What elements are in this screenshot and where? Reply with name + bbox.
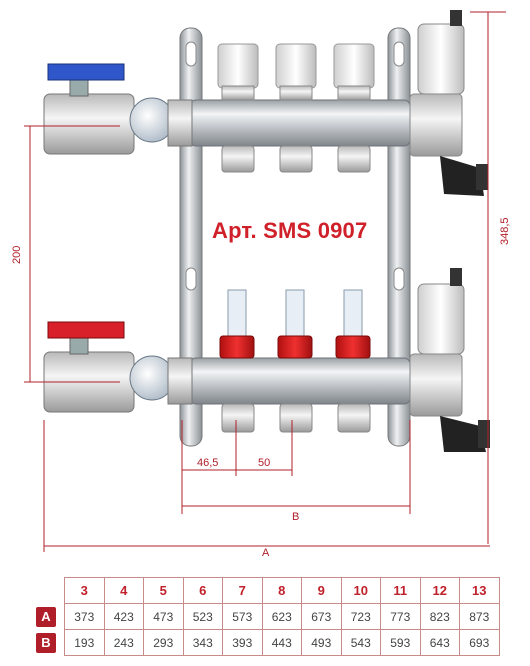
supply-air-vent (409, 10, 488, 196)
header-cell: 12 (419, 577, 460, 604)
table-cell: 573 (222, 603, 263, 630)
dim-label-a: A (262, 547, 270, 559)
supply-ball-valve (43, 63, 193, 155)
table-cell: 423 (103, 603, 144, 630)
size-table: 3 4 5 6 7 8 9 10 11 12 13 373 423 473 52… (64, 577, 500, 656)
table-cell: 623 (261, 603, 302, 630)
table-row: 193 243 293 343 393 443 493 543 593 643 … (64, 629, 500, 656)
drain-valve-icon (440, 416, 486, 452)
table-cell: 773 (380, 603, 421, 630)
table-cell: 373 (64, 603, 105, 630)
dim-label-b: B (292, 511, 299, 523)
flow-meters (219, 289, 371, 359)
table-cell: 673 (301, 603, 342, 630)
return-manifold (189, 289, 411, 433)
product-title: Арт. SMS 0907 (212, 218, 368, 243)
drain-valve-icon (440, 156, 484, 196)
table-header-row: 3 4 5 6 7 8 9 10 11 12 13 (64, 577, 500, 604)
table-cell: 593 (380, 629, 421, 656)
table-row: 373 423 473 523 573 623 673 723 773 823 … (64, 603, 500, 630)
dimension-lines (24, 11, 506, 552)
return-air-vent (409, 268, 490, 452)
header-cell: 8 (261, 577, 302, 604)
dim-offset-first: 46,5 (197, 457, 218, 469)
header-cell: 9 (301, 577, 342, 604)
header-cell: 7 (222, 577, 263, 604)
table-cell: 493 (301, 629, 342, 656)
table-cell: 693 (459, 629, 500, 656)
table-cell: 343 (182, 629, 223, 656)
thermostatic-caps (217, 43, 375, 101)
table-cell: 873 (459, 603, 500, 630)
dim-height-total: 348,5 (499, 217, 511, 245)
header-cell: 10 (340, 577, 381, 604)
header-cell: 13 (459, 577, 500, 604)
supply-outlets (221, 145, 371, 173)
table-cell: 523 (182, 603, 223, 630)
table-cell: 393 (222, 629, 263, 656)
table-cell: 293 (143, 629, 184, 656)
header-cell: 4 (103, 577, 144, 604)
row-label-a: A (36, 607, 56, 627)
dim-spacing: 50 (258, 457, 270, 469)
table-cell: 243 (103, 629, 144, 656)
header-cell: 6 (182, 577, 223, 604)
table-cell: 723 (340, 603, 381, 630)
table-cell: 823 (419, 603, 460, 630)
row-label-b: B (36, 633, 56, 653)
header-cell: 3 (64, 577, 105, 604)
return-ball-valve (43, 321, 193, 413)
return-outlets (221, 403, 371, 433)
header-cell: 11 (380, 577, 421, 604)
blue-valve-handle-icon (47, 63, 125, 81)
table-cell: 443 (261, 629, 302, 656)
red-valve-handle-icon (47, 321, 125, 339)
dim-height-between: 200 (11, 246, 23, 264)
table-cell: 643 (419, 629, 460, 656)
table-cell: 543 (340, 629, 381, 656)
supply-manifold (189, 43, 411, 173)
table-cell: 193 (64, 629, 105, 656)
table-cell: 473 (143, 603, 184, 630)
header-cell: 5 (143, 577, 184, 604)
